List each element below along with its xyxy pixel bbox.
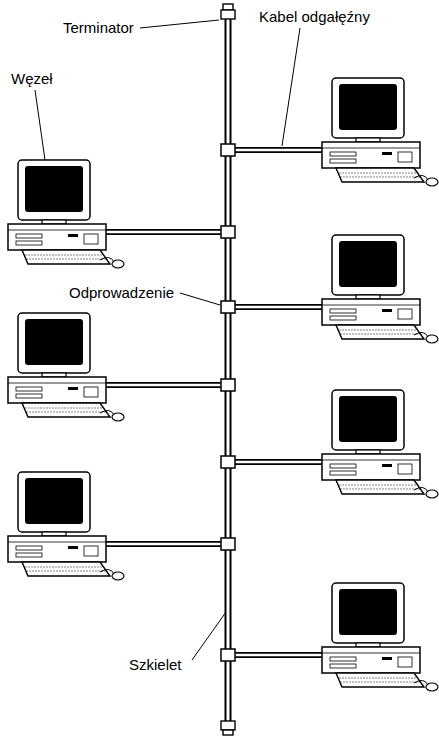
part-label: Węzeł xyxy=(10,70,54,88)
part-label: Szkielet xyxy=(128,656,183,674)
part-label: Kabel odgałęźny xyxy=(258,8,371,26)
part-label: Terminator xyxy=(62,19,135,37)
part-label: Odprowadzenie xyxy=(68,284,175,302)
